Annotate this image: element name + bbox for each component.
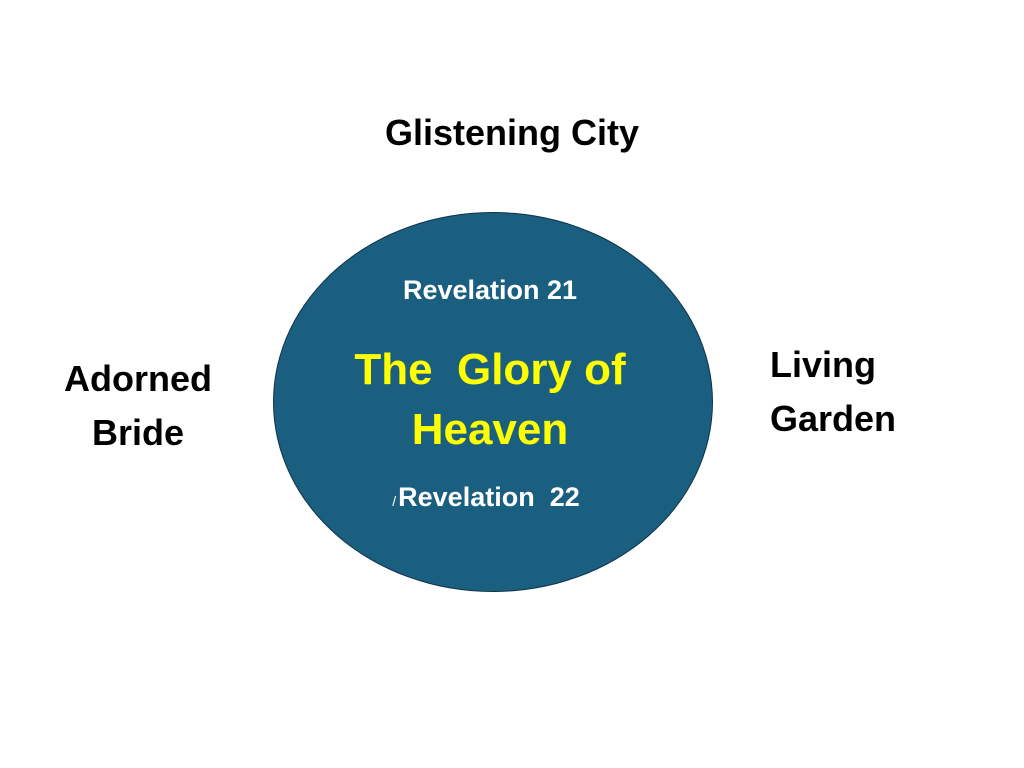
main-title: The Glory of Heaven xyxy=(270,340,710,460)
reference-bottom-prefix: / xyxy=(392,493,397,509)
right-label-line2: Garden xyxy=(770,398,897,439)
main-title-line2: Heaven xyxy=(411,405,569,454)
reference-bottom-text: Revelation 22 xyxy=(398,482,580,512)
left-label-line1: Adorned xyxy=(64,358,212,399)
reference-top-text: Revelation 21 xyxy=(402,275,578,305)
center-circle xyxy=(273,212,713,592)
top-label-text: Glistening City xyxy=(384,112,640,153)
main-title-line1: The Glory of xyxy=(354,345,626,394)
reference-bottom: /Revelation 22 xyxy=(266,477,706,521)
top-label: Glistening City xyxy=(0,106,1024,160)
right-label-line1: Living xyxy=(770,344,876,385)
left-label: Adorned Bride xyxy=(40,352,236,460)
left-label-line2: Bride xyxy=(91,412,185,453)
reference-top: Revelation 21 xyxy=(270,270,710,310)
right-label: Living Garden xyxy=(770,338,896,446)
